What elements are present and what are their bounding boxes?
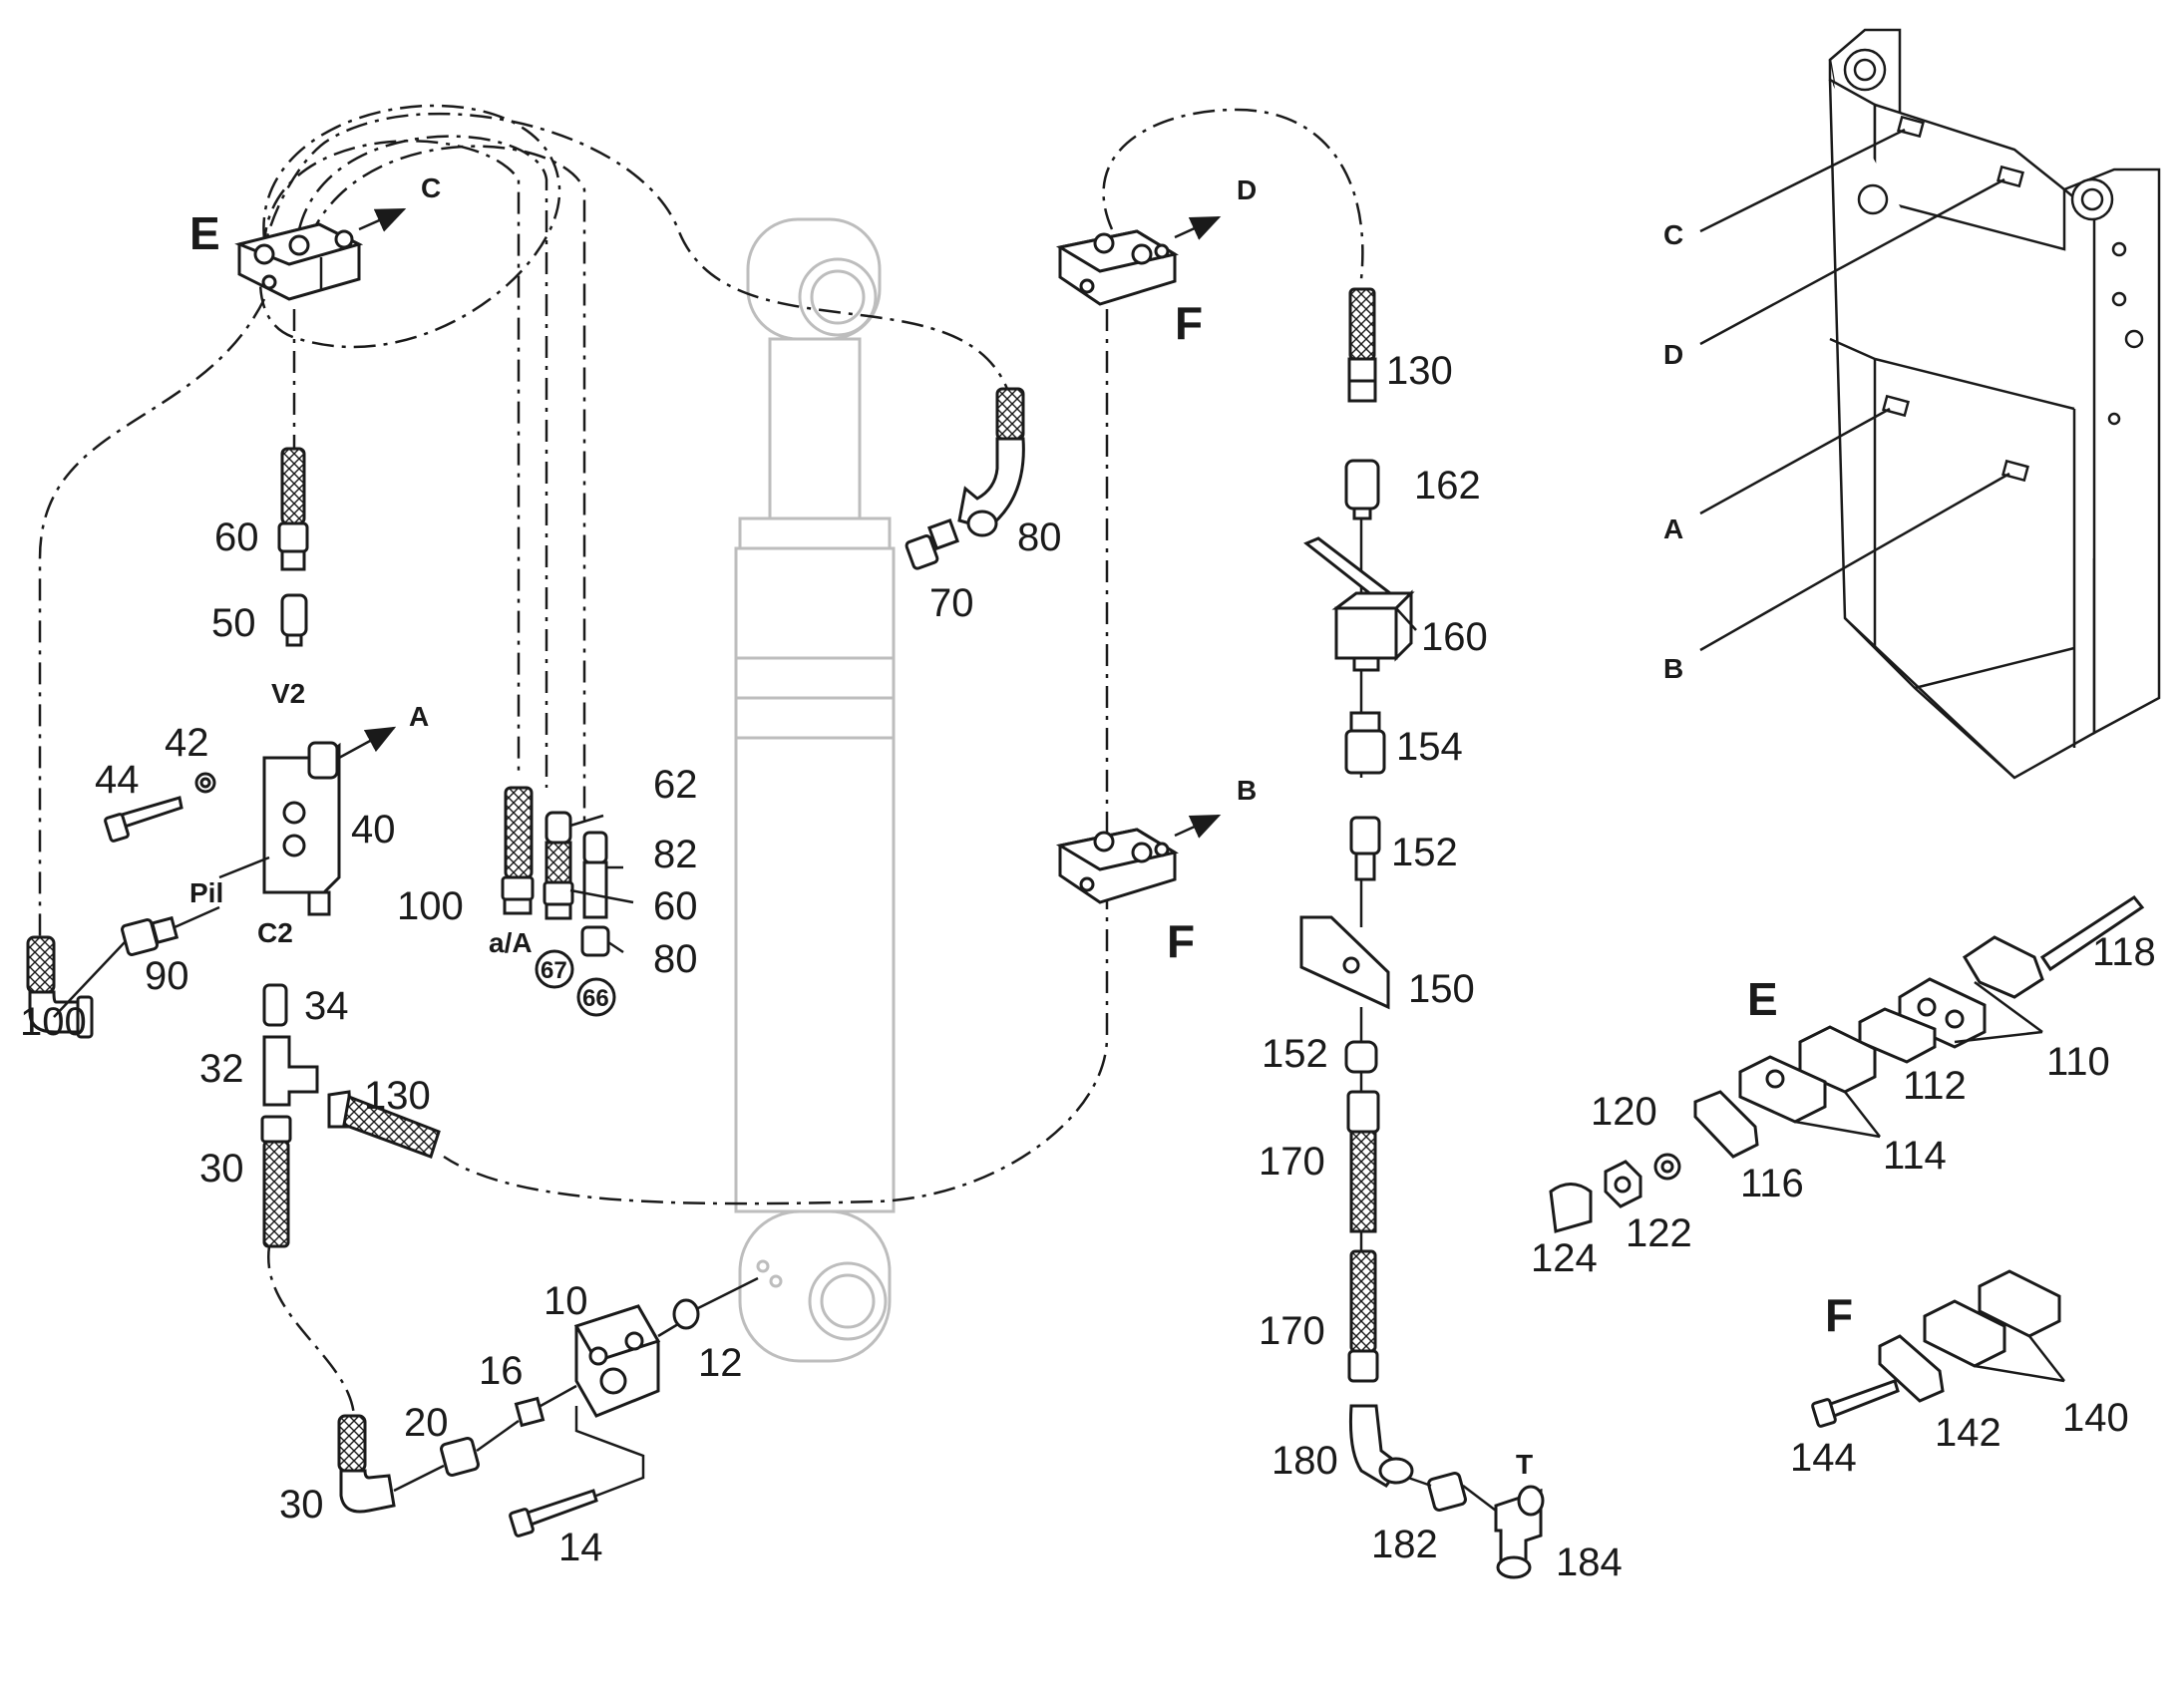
label-d-frame: D [1663,339,1683,370]
label-122: 122 [1626,1211,1692,1255]
label-150: 150 [1408,967,1475,1011]
label-184: 184 [1556,1540,1623,1584]
label-f-clamp: F [1825,1289,1853,1341]
label-152-upper: 152 [1391,831,1458,874]
tube-clamp-icon [1549,894,2145,1233]
label-50: 50 [211,601,256,645]
label-100-mid: 100 [397,884,464,928]
label-f-lower: F [1167,915,1195,967]
label-144: 144 [1790,1436,1857,1480]
label-182: 182 [1371,1523,1438,1566]
label-116: 116 [1740,1162,1804,1205]
tube-clamp-icon [1811,1269,2061,1428]
label-170-lower: 170 [1259,1309,1325,1353]
label-120: 120 [1591,1090,1657,1134]
label-20: 20 [404,1401,449,1445]
fitting-icon [337,1298,700,1537]
label-f-upper: F [1175,297,1203,349]
label-110: 110 [2046,1040,2110,1084]
label-30-upper: 30 [199,1147,244,1191]
label-112: 112 [1903,1064,1967,1108]
label-142: 142 [1935,1411,2001,1455]
hose-icon [277,447,309,647]
ball-valve-icon [1299,287,1545,1579]
label-16: 16 [479,1349,524,1393]
label-154: 154 [1396,725,1463,769]
callout-labels: 100 90 44 42 Pil C2 V2 40 A 60 50 E C 34… [20,172,2156,1584]
label-a-frame: A [1663,513,1683,544]
label-70: 70 [929,581,974,625]
hose-icon [905,387,1025,570]
label-160: 160 [1421,615,1488,659]
label-30-lower: 30 [279,1483,324,1527]
label-32: 32 [199,1047,244,1091]
label-c-arrow: C [421,172,441,203]
label-t: T [1516,1449,1533,1480]
label-v2: V2 [271,678,305,709]
label-140: 140 [2062,1396,2129,1440]
label-pil: Pil [189,877,223,908]
label-60-mid: 60 [653,884,698,928]
label-a-slash-a: a/A [489,927,533,958]
routing-lines [38,104,1364,1417]
label-10: 10 [544,1279,588,1323]
circled-67-badge [535,949,574,989]
label-114: 114 [1883,1134,1947,1178]
label-130-left: 130 [364,1074,431,1118]
label-80-mid: 80 [653,937,698,981]
label-80-right: 80 [1017,515,1062,559]
label-162: 162 [1414,464,1481,508]
label-e-top: E [189,207,220,259]
label-124: 124 [1531,1236,1598,1280]
label-67: 67 [541,957,567,984]
label-90: 90 [145,954,189,998]
label-40: 40 [351,808,396,852]
label-d-arrow: D [1237,174,1257,205]
label-170-upper: 170 [1259,1140,1325,1184]
tube-clamp-icon [1055,229,1179,306]
mounting-frame-icon [1828,28,2161,780]
label-c-frame: C [1663,219,1683,250]
label-60: 60 [214,515,259,559]
hose-icon [501,786,610,957]
label-118: 118 [2092,930,2156,974]
label-180: 180 [1272,1439,1338,1483]
label-152-lower: 152 [1262,1032,1328,1076]
label-44: 44 [95,758,140,802]
label-14: 14 [558,1526,603,1569]
label-b-frame: B [1663,653,1683,684]
hydraulic-cylinder-icon [734,217,896,1363]
label-34: 34 [304,984,349,1028]
label-100: 100 [20,1000,87,1044]
fitting-icon [104,772,216,843]
circled-66-badge [576,977,616,1017]
label-62: 62 [653,763,698,807]
label-42: 42 [165,721,209,765]
fitting-icon [260,983,441,1248]
label-82: 82 [653,833,698,876]
label-a-arrow: A [409,701,429,732]
tube-clamp-icon [1055,828,1179,904]
tube-clamp-icon [234,222,364,301]
label-12: 12 [698,1341,743,1385]
label-c2: C2 [257,917,293,948]
label-130-right: 130 [1386,349,1453,393]
label-e-clamp: E [1747,973,1778,1025]
label-b-arrow: B [1237,775,1257,806]
label-66: 66 [582,985,609,1012]
valve-block-icon [262,741,341,916]
hose-icon [26,915,180,1039]
